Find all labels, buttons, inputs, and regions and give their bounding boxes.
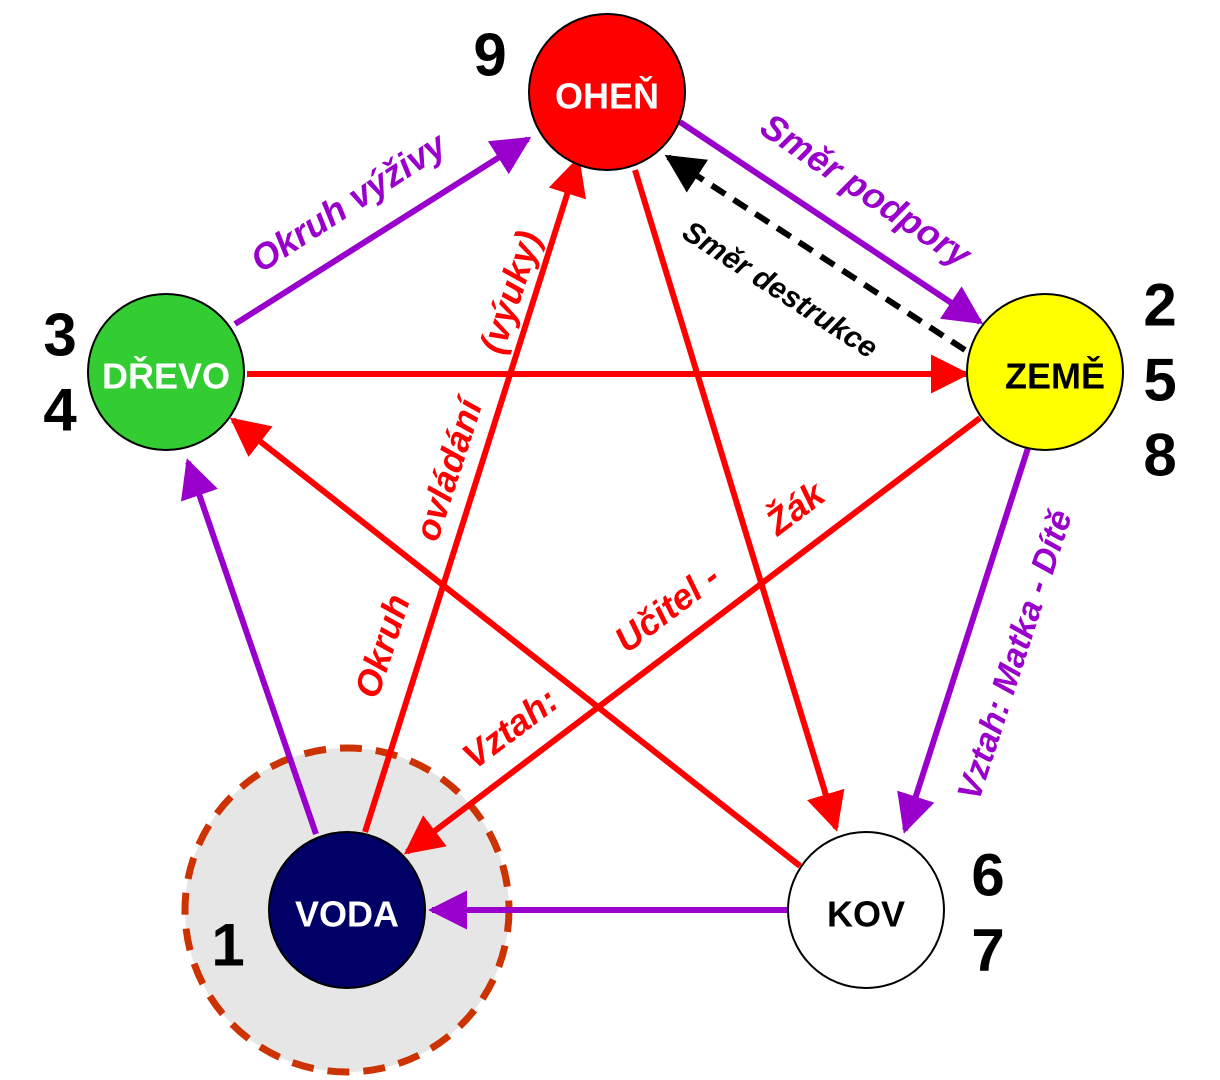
label-teacher-pupil-3: Žák xyxy=(756,471,833,544)
label-nutrition-cycle: Okruh výživy xyxy=(243,123,455,281)
arrow-earth-to-fire-destruction xyxy=(664,154,967,353)
arrow-wood-to-fire xyxy=(233,136,532,327)
arrow-metal-to-wood xyxy=(229,417,802,869)
wood-label: DŘEVO xyxy=(102,355,230,397)
water-node xyxy=(268,831,426,989)
earth-label: ZEMĚ xyxy=(1005,355,1105,397)
fire-node xyxy=(528,13,686,171)
metal-number-1: 6 xyxy=(971,842,1004,909)
label-teacher-pupil-1: Vztah: xyxy=(455,679,566,777)
water-label: VODA xyxy=(295,894,399,935)
earth-number-2: 5 xyxy=(1143,347,1176,414)
label-teacher-pupil-2: Učitel - xyxy=(607,556,728,661)
wood-node xyxy=(87,293,245,451)
wood-number-2: 4 xyxy=(43,377,77,444)
arrow-fire-to-earth xyxy=(678,119,984,325)
label-mother-child: Vztah: Matka - Dítě xyxy=(950,505,1080,804)
earth-number-3: 8 xyxy=(1143,422,1176,489)
water-number-1: 1 xyxy=(211,912,244,979)
metal-number-2: 7 xyxy=(971,917,1004,984)
metal-node xyxy=(787,831,945,989)
wood-number-1: 3 xyxy=(43,302,76,369)
arrow-earth-to-metal xyxy=(897,447,1031,834)
arrow-water-to-fire xyxy=(362,156,586,833)
arrow-water-to-wood xyxy=(180,458,319,835)
arrow-earth-to-water xyxy=(403,415,982,855)
label-control-cycle-1: Okruh xyxy=(346,589,418,702)
earth-number-1: 2 xyxy=(1143,272,1176,339)
fire-number-1: 9 xyxy=(473,22,506,89)
arrow-fire-to-metal xyxy=(632,169,845,832)
fire-label: OHEŇ xyxy=(555,75,659,117)
metal-label: KOV xyxy=(827,894,905,935)
earth-node xyxy=(966,293,1124,451)
